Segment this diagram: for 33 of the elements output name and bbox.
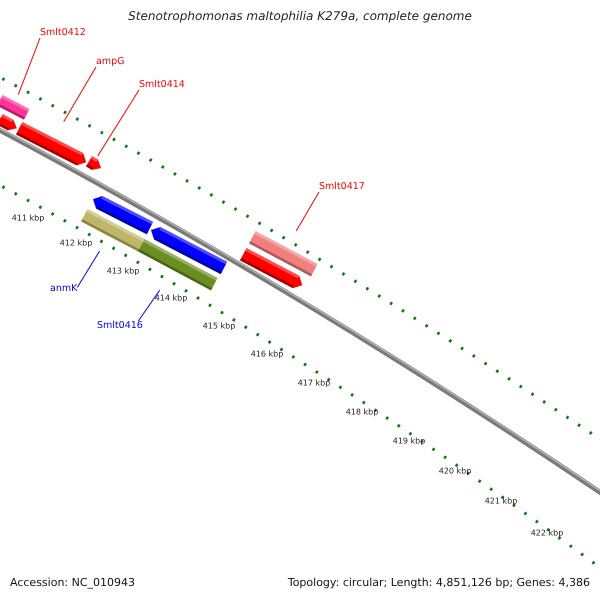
scale-label: 416 kbp [250, 350, 284, 358]
scale-label: 415 kbp [202, 322, 236, 330]
scale-label: 412 kbp [60, 238, 92, 248]
scale-label: 418 kbp [346, 408, 378, 416]
footer-text: Topology: circular; Length: 4,851,126 bp; Genes: 4,386 [288, 576, 590, 589]
leader-line [76, 250, 100, 288]
gene-feature [86, 156, 101, 170]
scale-label: 422 kbp [530, 528, 564, 538]
scale-label: 420 kbp [438, 466, 472, 476]
gene-feature [0, 94, 30, 120]
scale-label: 417 kbp [298, 378, 330, 388]
gene-label: Smlt0414 [139, 79, 185, 90]
scale-label: 419 kbp [392, 436, 426, 446]
leader-line [97, 90, 140, 156]
diagram-title: Stenotrophomonas maltophilia K279a, complete genome [127, 9, 473, 23]
leader-line [18, 38, 40, 96]
gene-label: ampG [96, 56, 124, 67]
scale-label: 413 kbp [106, 266, 140, 276]
gene-feature [16, 122, 86, 166]
gene-feature [138, 238, 218, 290]
leader-line [296, 192, 320, 232]
gene-feature [0, 114, 17, 130]
scale-label: 414 kbp [154, 294, 188, 302]
footer-text: Accession: NC_010943 [10, 576, 136, 589]
gene-feature [240, 248, 302, 288]
gene-label: Smlt0417 [319, 181, 365, 192]
gene-label: Smlt0416 [97, 320, 143, 331]
scale-label: 411 kbp [12, 214, 44, 222]
gene-label: anmK [50, 283, 78, 294]
leader-line [138, 290, 160, 322]
gene-label: Smlt0412 [40, 27, 86, 38]
scale-label: 421 kbp [484, 496, 518, 506]
leader-line [63, 66, 96, 122]
